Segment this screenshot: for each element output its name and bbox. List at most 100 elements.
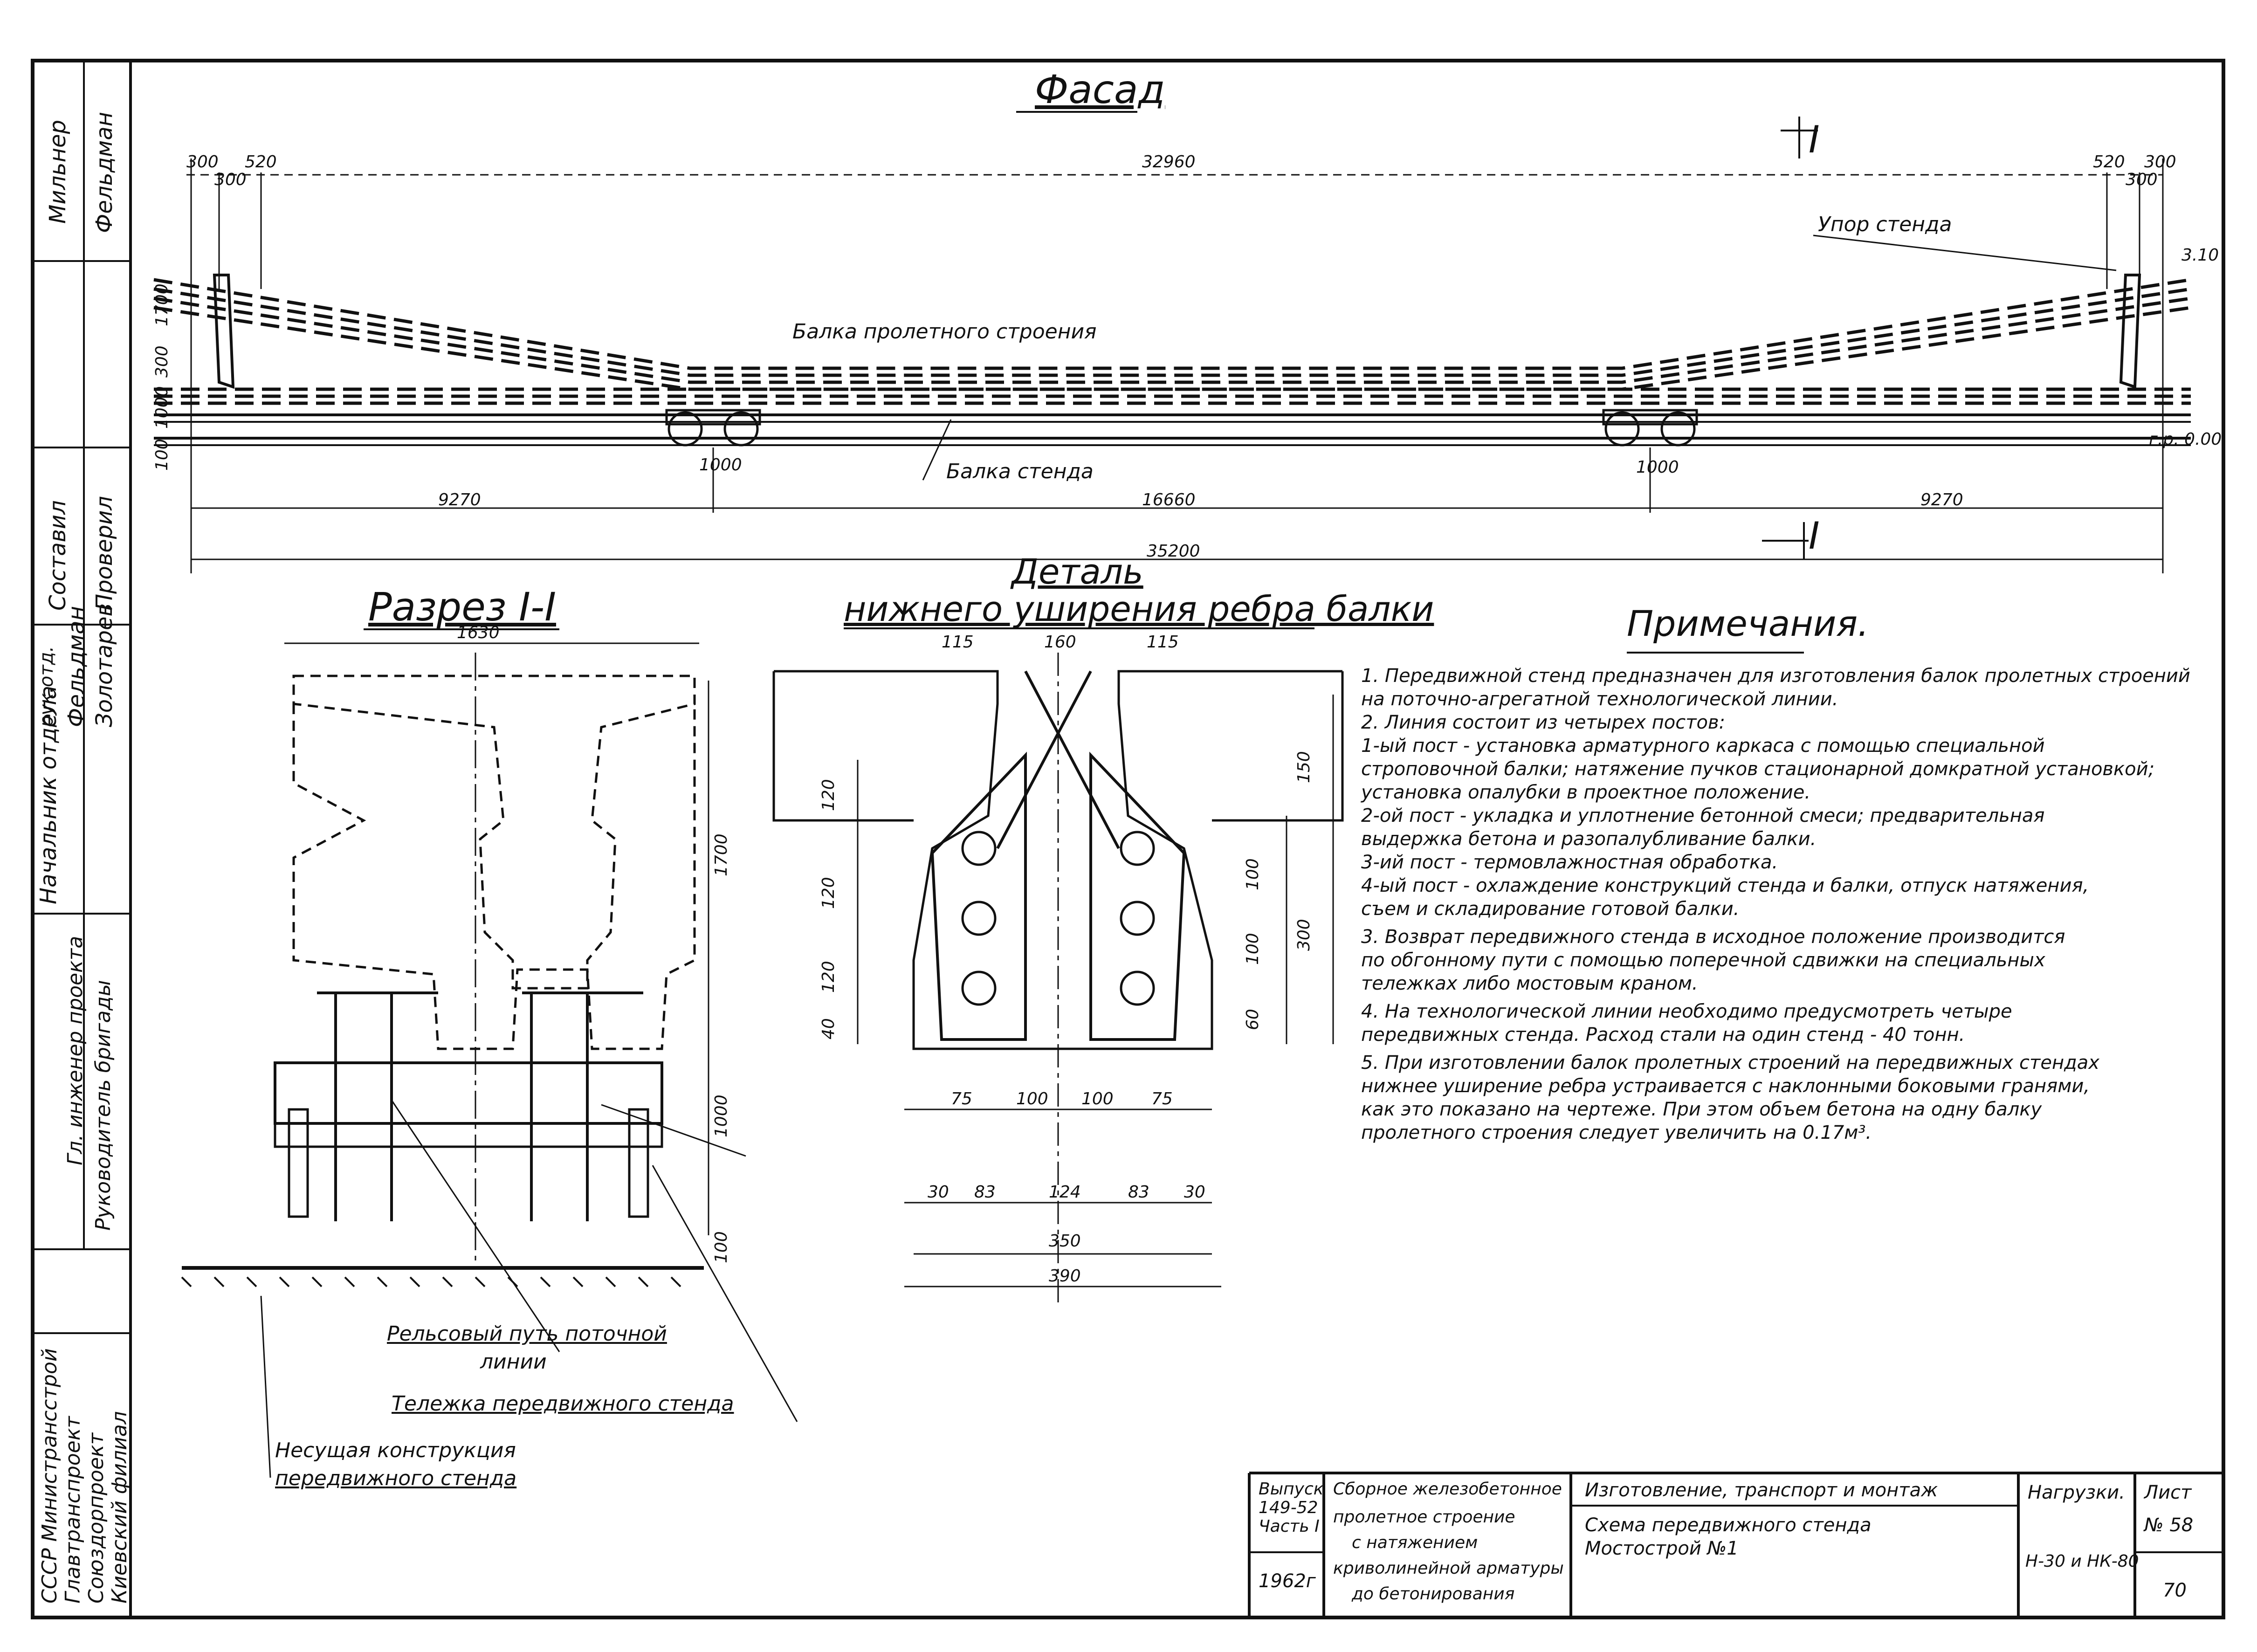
side-name-zolotarev: Золотарев xyxy=(91,603,117,727)
detail-view xyxy=(772,627,1344,1305)
note-line: на поточно-агрегатной технологической ли… xyxy=(1361,688,1838,710)
detail-title-2: нижнего уширения ребра балки xyxy=(844,589,1434,629)
note-line: тележках либо мостовым краном. xyxy=(1361,973,1698,994)
facade-view xyxy=(153,111,2191,573)
section-width: 1630 xyxy=(457,623,500,642)
tb-desc-3: с натяжением xyxy=(1352,1533,1478,1552)
section-title: Разрез I-I xyxy=(368,584,557,630)
section-dim-100: 100 xyxy=(712,1231,731,1263)
side-label-checked: Проверил xyxy=(91,496,117,611)
tb-year: 1962г xyxy=(1259,1570,1316,1592)
tb-loads: Н-30 и НК-80 xyxy=(2025,1552,2139,1571)
tb-sub-2: Мостострой №1 xyxy=(1585,1538,1739,1559)
tb-loads-label: Нагрузки. xyxy=(2028,1482,2125,1503)
facade-title: Фасад xyxy=(1035,67,1165,112)
dim-300-c: 300 xyxy=(2126,170,2158,189)
stand-beam-label: Балка стенда xyxy=(946,460,1094,483)
note-line: съем и складирование готовой балки. xyxy=(1361,898,1740,920)
detail-row1-100-b: 100 xyxy=(1081,1089,1114,1108)
note-line: установка опалубки в проектное положение… xyxy=(1361,782,1811,803)
detail-row1-75-a: 75 xyxy=(951,1089,972,1108)
callout-rail-2: линии xyxy=(480,1350,547,1374)
detail-left-120-c: 120 xyxy=(819,961,838,993)
detail-top-115-a: 115 xyxy=(942,633,974,652)
note-line: передвижных стенда. Расход стали на один… xyxy=(1361,1024,1965,1046)
side-head: рук.отд. xyxy=(36,646,57,727)
outer-frame xyxy=(31,59,2225,1619)
detail-row2-124: 124 xyxy=(1049,1183,1081,1202)
callout-trolley: Тележка передвижного стенда xyxy=(392,1392,734,1416)
notes-title: Примечания. xyxy=(1627,603,1869,644)
note-line: 5. При изготовлении балок пролетных стро… xyxy=(1361,1052,2099,1074)
detail-title-1: Деталь xyxy=(1012,552,1143,592)
note-line: 2-ой пост - укладка и уплотнение бетонно… xyxy=(1361,805,2045,826)
note-line: строповочной балки; натяжение пучков ста… xyxy=(1361,758,2155,780)
detail-right-150: 150 xyxy=(1294,751,1314,783)
callout-rail-1: Рельсовый путь поточной xyxy=(387,1322,667,1346)
trolley-dim-right: 1000 xyxy=(1636,458,1679,477)
detail-row2-83-a: 83 xyxy=(974,1183,996,1202)
section-height: 1700 xyxy=(712,833,731,876)
side-name-feldman-top: Фельдман xyxy=(91,111,117,233)
detail-right-100-b: 100 xyxy=(1243,933,1262,965)
note-line: выдержка бетона и разопалубливание балки… xyxy=(1361,828,1817,850)
detail-top-160: 160 xyxy=(1044,633,1076,652)
note-line: 1-ый пост - установка арматурного каркас… xyxy=(1361,735,2045,757)
dim-side-300: 300 xyxy=(152,345,172,378)
dim-side-100: 100 xyxy=(152,439,172,471)
note-line: по обгонному пути с помощью поперечной с… xyxy=(1361,950,2045,971)
detail-top-115-b: 115 xyxy=(1147,633,1179,652)
side-org-2: Главтранспроект xyxy=(61,1416,85,1604)
side-role-chief: Гл. инженер проекта xyxy=(63,936,87,1165)
tb-sheet-no: № 58 xyxy=(2144,1514,2194,1536)
elev-base: г.р. 0.00 xyxy=(2149,430,2222,449)
section-mark-top: I xyxy=(1809,118,1820,161)
dim-9270-left: 9270 xyxy=(438,490,481,509)
dim-side-1000: 1000 xyxy=(152,386,172,429)
note-line: 4. На технологической линии необходимо п… xyxy=(1361,1001,2012,1022)
side-org-3: Союздорпроект xyxy=(84,1432,108,1604)
side-label-compiled: Составил xyxy=(45,500,71,611)
trolley-left xyxy=(665,409,761,513)
detail-right-300: 300 xyxy=(1294,919,1314,951)
dim-9270-right: 9270 xyxy=(1920,490,1963,509)
detail-right-60: 60 xyxy=(1243,1009,1262,1030)
dim-520-b: 520 xyxy=(2093,152,2125,172)
callout-structure-2: передвижного стенда xyxy=(275,1466,517,1490)
detail-right-100-a: 100 xyxy=(1243,858,1262,890)
note-line: пролетного строения следует увеличить на… xyxy=(1361,1122,1872,1143)
dim-520-a: 520 xyxy=(245,152,277,172)
section-dim-1000: 1000 xyxy=(712,1094,731,1137)
tb-issue-2: 149-52 xyxy=(1259,1498,1318,1517)
tb-desc-2: пролетное строение xyxy=(1333,1507,1515,1527)
dim-300-d: 300 xyxy=(2144,152,2176,172)
tb-issue-1: Выпуск xyxy=(1259,1480,1324,1499)
tb-sheet-label: Лист xyxy=(2144,1482,2192,1503)
side-name-feldman-low: Фельдман xyxy=(63,606,89,727)
detail-left-120-b: 120 xyxy=(819,877,838,909)
side-org-4: Киевский филиал xyxy=(108,1411,131,1604)
detail-left-120-a: 120 xyxy=(819,779,838,811)
detail-row2-30-a: 30 xyxy=(928,1183,949,1202)
detail-350: 350 xyxy=(1049,1232,1081,1251)
trolley-right xyxy=(1602,409,1698,513)
trolley-dim-left: 1000 xyxy=(699,455,742,475)
detail-row1-75-b: 75 xyxy=(1151,1089,1173,1108)
title-block xyxy=(1248,1472,2223,1618)
tb-desc-1: Сборное железобетонное xyxy=(1333,1480,1562,1499)
detail-390: 390 xyxy=(1049,1267,1081,1286)
elev-right: 3.10 xyxy=(2181,246,2219,265)
detail-row1-100-a: 100 xyxy=(1016,1089,1048,1108)
detail-row2-30-b: 30 xyxy=(1184,1183,1205,1202)
note-line: 3-ий пост - термовлажностная обработка. xyxy=(1361,852,1778,873)
note-line: нижнее уширение ребра устраивается с нак… xyxy=(1361,1075,2090,1097)
stop-label: Упор стенда xyxy=(1818,213,1952,236)
dim-16660: 16660 xyxy=(1142,490,1196,509)
dim-300-a: 300 xyxy=(186,152,219,172)
note-line: 1. Передвижной стенд предназначен для из… xyxy=(1361,665,2190,687)
callout-structure-1: Несущая конструкция xyxy=(275,1439,516,1462)
tb-issue-3: Часть I xyxy=(1259,1517,1320,1536)
section-view xyxy=(181,628,798,1478)
section-mark-bottom: I xyxy=(1809,514,1820,558)
